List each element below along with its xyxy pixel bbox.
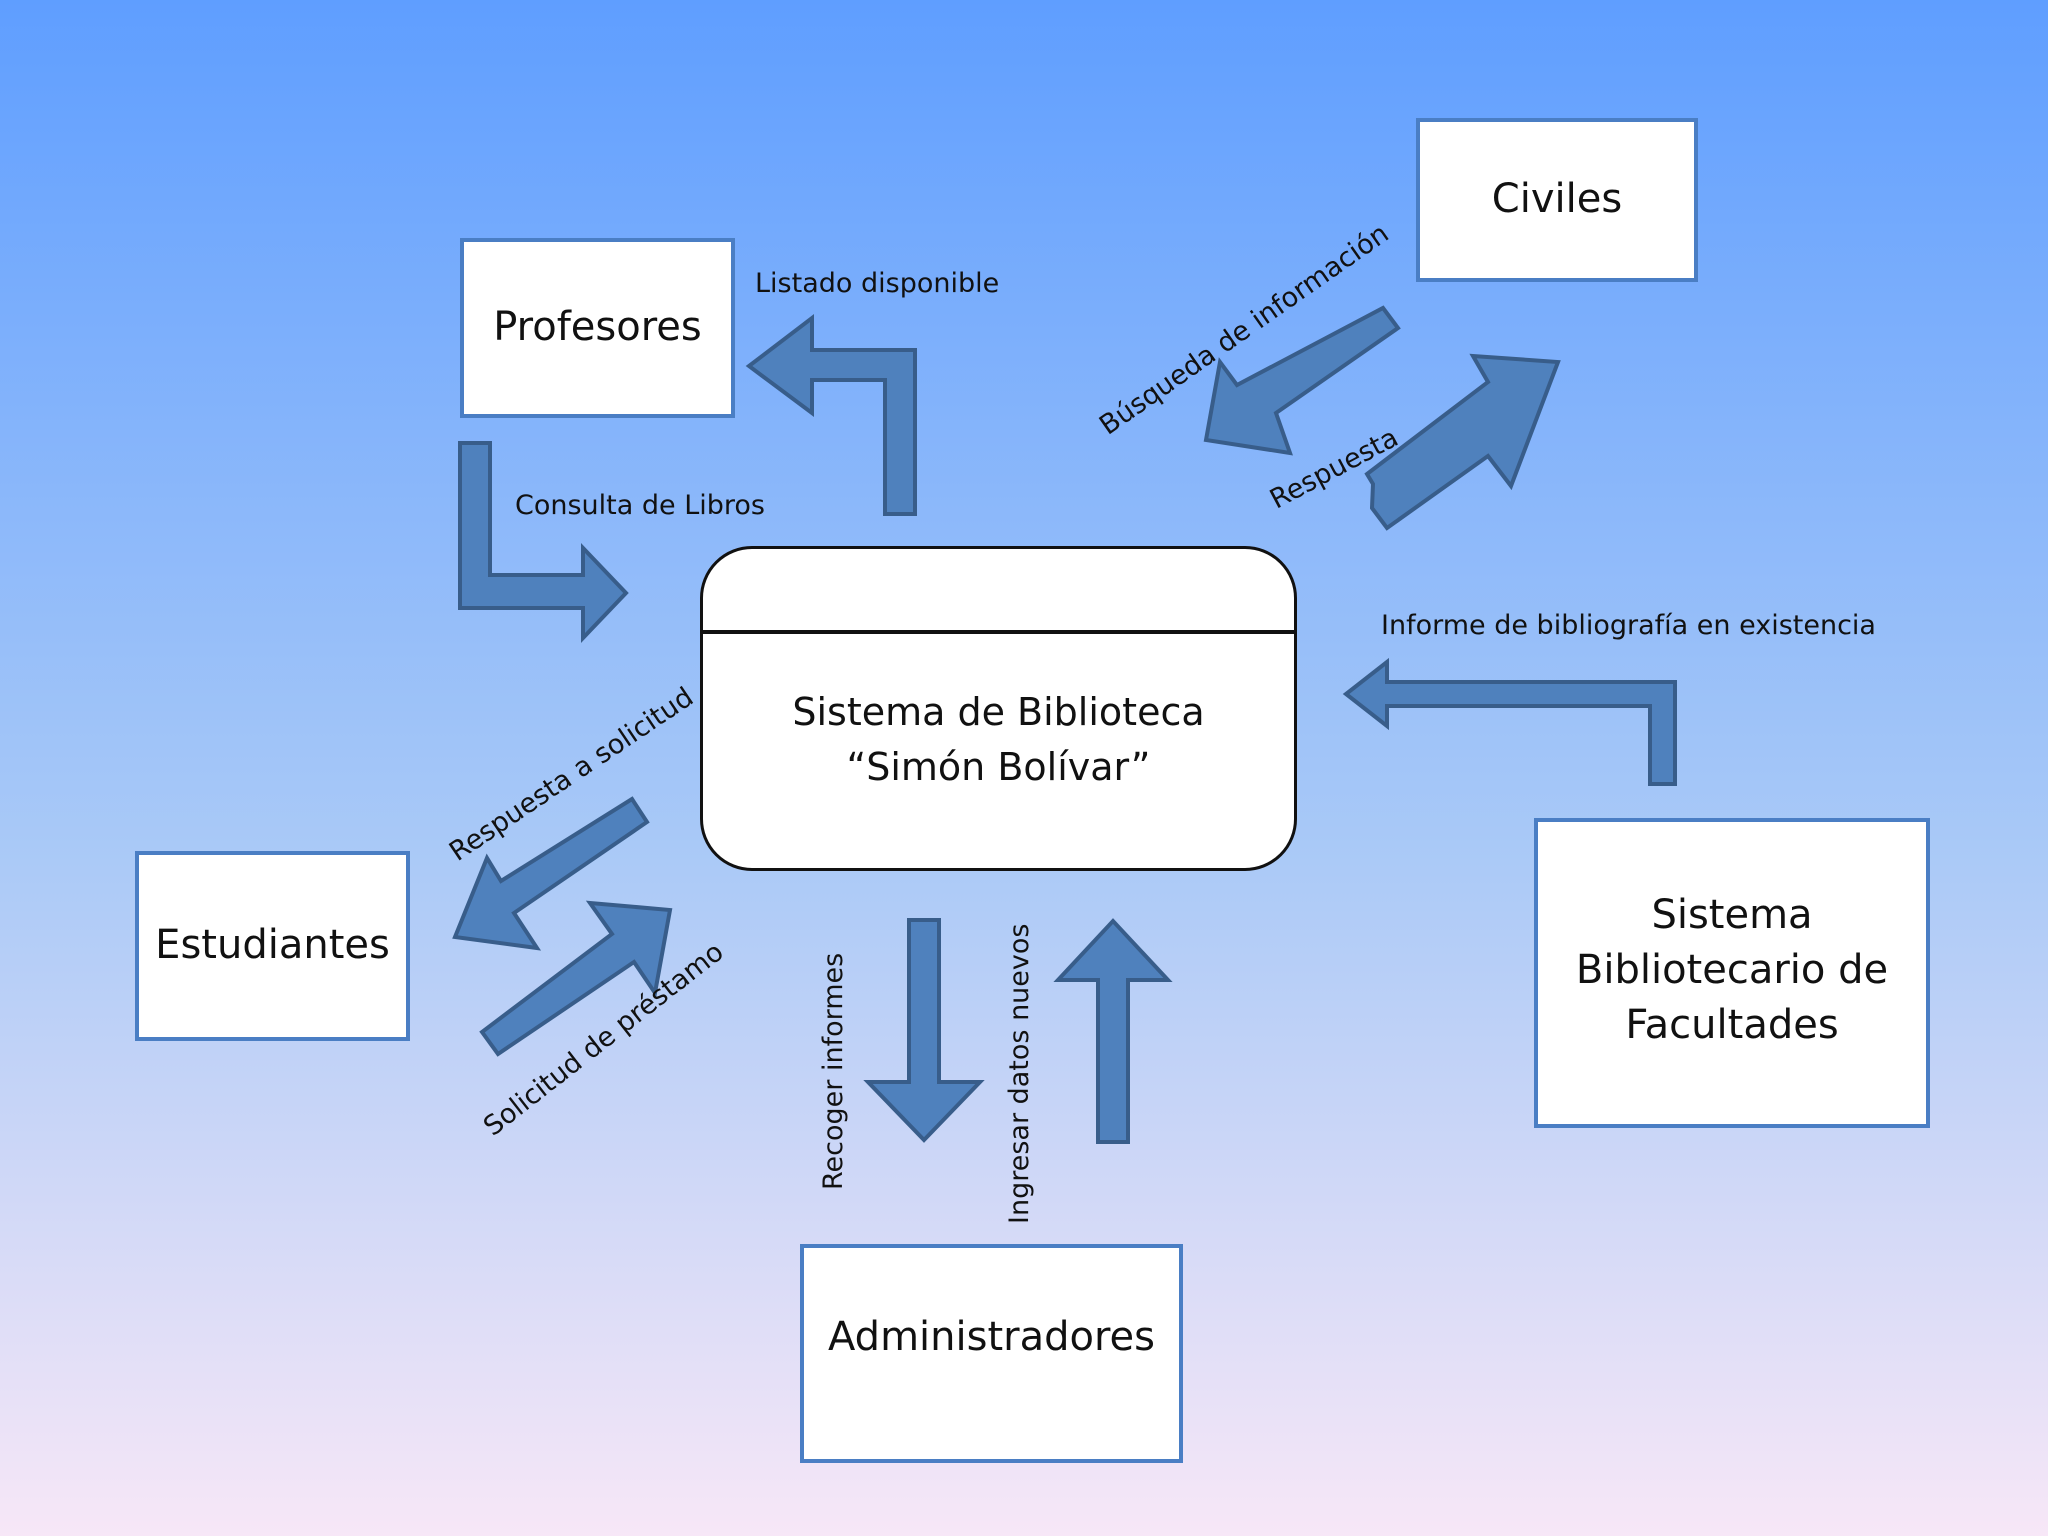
- arrow-solicitud-prestamo: [479, 900, 673, 1057]
- central-system-title-line-1: Sistema de Biblioteca: [792, 690, 1205, 734]
- central-system-process: Sistema de Biblioteca “Simón Bolívar”: [700, 546, 1297, 871]
- entity-profesores: Profesores: [460, 238, 735, 418]
- label-listado-disponible: Listado disponible: [755, 268, 1000, 299]
- label-recoger-informes: Recoger informes: [818, 952, 849, 1190]
- arrow-busqueda-informacion: [1203, 305, 1401, 456]
- entity-administradores: Administradores: [800, 1244, 1183, 1463]
- arrow-informe-bibliografia: [1342, 657, 1677, 786]
- facultades-line-3: Facultades: [1625, 1002, 1839, 1049]
- arrow-respuesta-solicitud: [452, 796, 650, 951]
- label-consulta-libros: Consulta de Libros: [515, 490, 765, 521]
- central-system-title: Sistema de Biblioteca “Simón Bolívar”: [703, 685, 1294, 795]
- facultades-line-1: Sistema: [1651, 892, 1813, 938]
- arrow-consulta-libros: [458, 441, 629, 643]
- facultades-line-2: Bibliotecario de: [1575, 947, 1889, 994]
- arrow-listado-disponible: [745, 313, 917, 516]
- entity-estudiantes: Estudiantes: [135, 851, 410, 1041]
- entity-civiles: Civiles: [1416, 118, 1698, 282]
- entity-civiles-label: Civiles: [1491, 176, 1623, 223]
- label-ingresar-datos: Ingresar datos nuevos: [1004, 923, 1035, 1224]
- arrow-respuesta-civiles: [1364, 353, 1561, 531]
- arrow-ingresar-datos: [1053, 918, 1173, 1144]
- entity-sistema-facultades: Sistema Bibliotecario de Facultades: [1534, 818, 1930, 1128]
- central-system-divider: [703, 630, 1294, 634]
- entity-administradores-label: Administradores: [828, 1314, 1155, 1360]
- label-informe-bibliografia: Informe de bibliografía en existencia: [1381, 610, 1876, 641]
- entity-estudiantes-label: Estudiantes: [155, 922, 390, 969]
- arrow-recoger-informes: [863, 918, 985, 1143]
- entity-profesores-label: Profesores: [493, 304, 702, 351]
- central-system-title-line-2: “Simón Bolívar”: [846, 745, 1151, 789]
